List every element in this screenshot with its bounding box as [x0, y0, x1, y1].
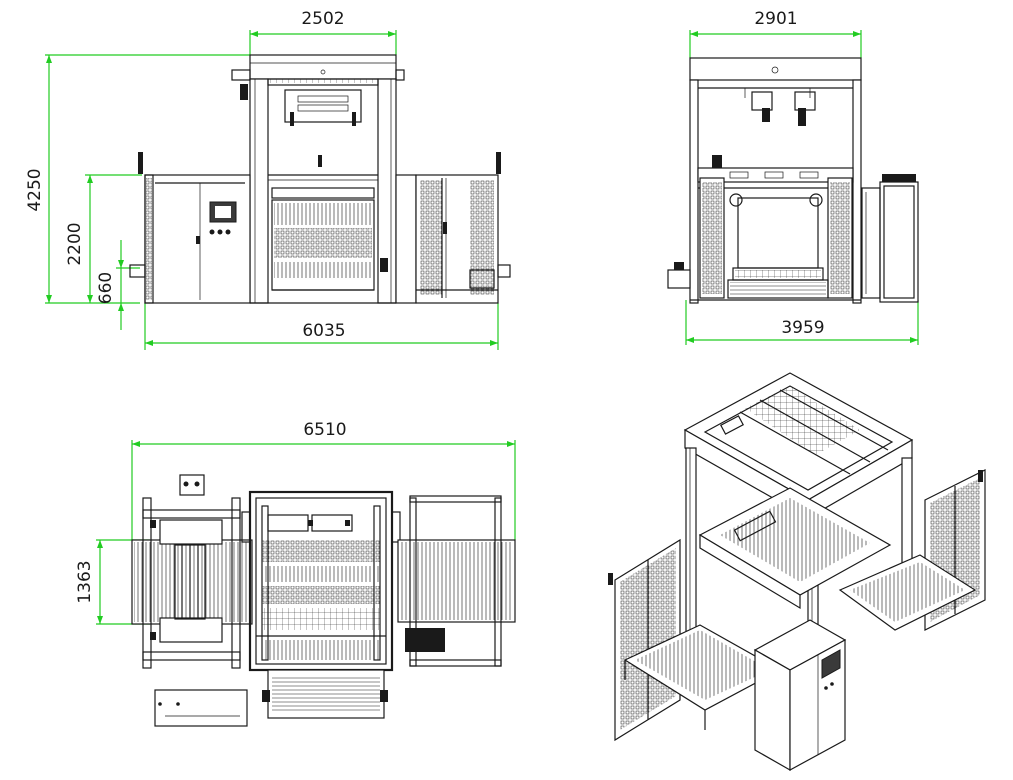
top-dim-total-width-label: 6510: [303, 420, 346, 440]
iso-top-frame: [683, 372, 914, 520]
front-dim-mid-height-label: 2200: [65, 222, 85, 265]
top-dim-left-height-label: 1363: [75, 560, 95, 603]
side-dim-top-width-label: 2901: [754, 9, 797, 29]
front-dim-low-height: 660: [96, 240, 140, 330]
top-central-unit: [241, 490, 401, 719]
front-dim-bottom-width: 6035: [144, 303, 499, 350]
top-dim-total-width: 6510: [131, 420, 516, 540]
iso-left-fence: [608, 538, 681, 742]
front-dim-top-width: 2502: [249, 9, 397, 55]
iso-electrical-cabinet: [753, 619, 847, 772]
front-dim-total-height: 4250: [25, 54, 250, 304]
side-dim-bottom-width: 3959: [685, 300, 919, 345]
front-dim-total-height-label: 4250: [25, 168, 45, 211]
front-dim-mid-height: 2200: [65, 174, 142, 303]
top-left-conveyor: [131, 474, 253, 669]
front-dim-low-height-label: 660: [96, 272, 116, 304]
front-right-fence: [395, 152, 511, 304]
side-main-frame: [667, 57, 919, 304]
isometric-view: [608, 372, 986, 772]
iso-hmi-screen: [821, 649, 841, 679]
side-dim-bottom-width-label: 3959: [781, 318, 824, 338]
side-view: 2901 3959: [667, 9, 919, 345]
side-dim-top-width: 2901: [689, 9, 862, 58]
front-view: 2502 4250 2200 660: [25, 9, 511, 350]
top-side-cabinet: [154, 689, 248, 727]
iso-carriage: [698, 487, 892, 610]
front-dim-top-width-label: 2502: [301, 9, 344, 29]
top-dim-left-height: 1363: [75, 539, 150, 625]
front-left-cabinet: [129, 152, 251, 304]
iso-conveyor: [623, 554, 977, 730]
front-main-frame: [231, 54, 405, 304]
top-right-conveyor: [397, 495, 516, 667]
top-view: 6510 1363: [75, 420, 516, 727]
front-dim-bottom-width-label: 6035: [302, 321, 345, 341]
